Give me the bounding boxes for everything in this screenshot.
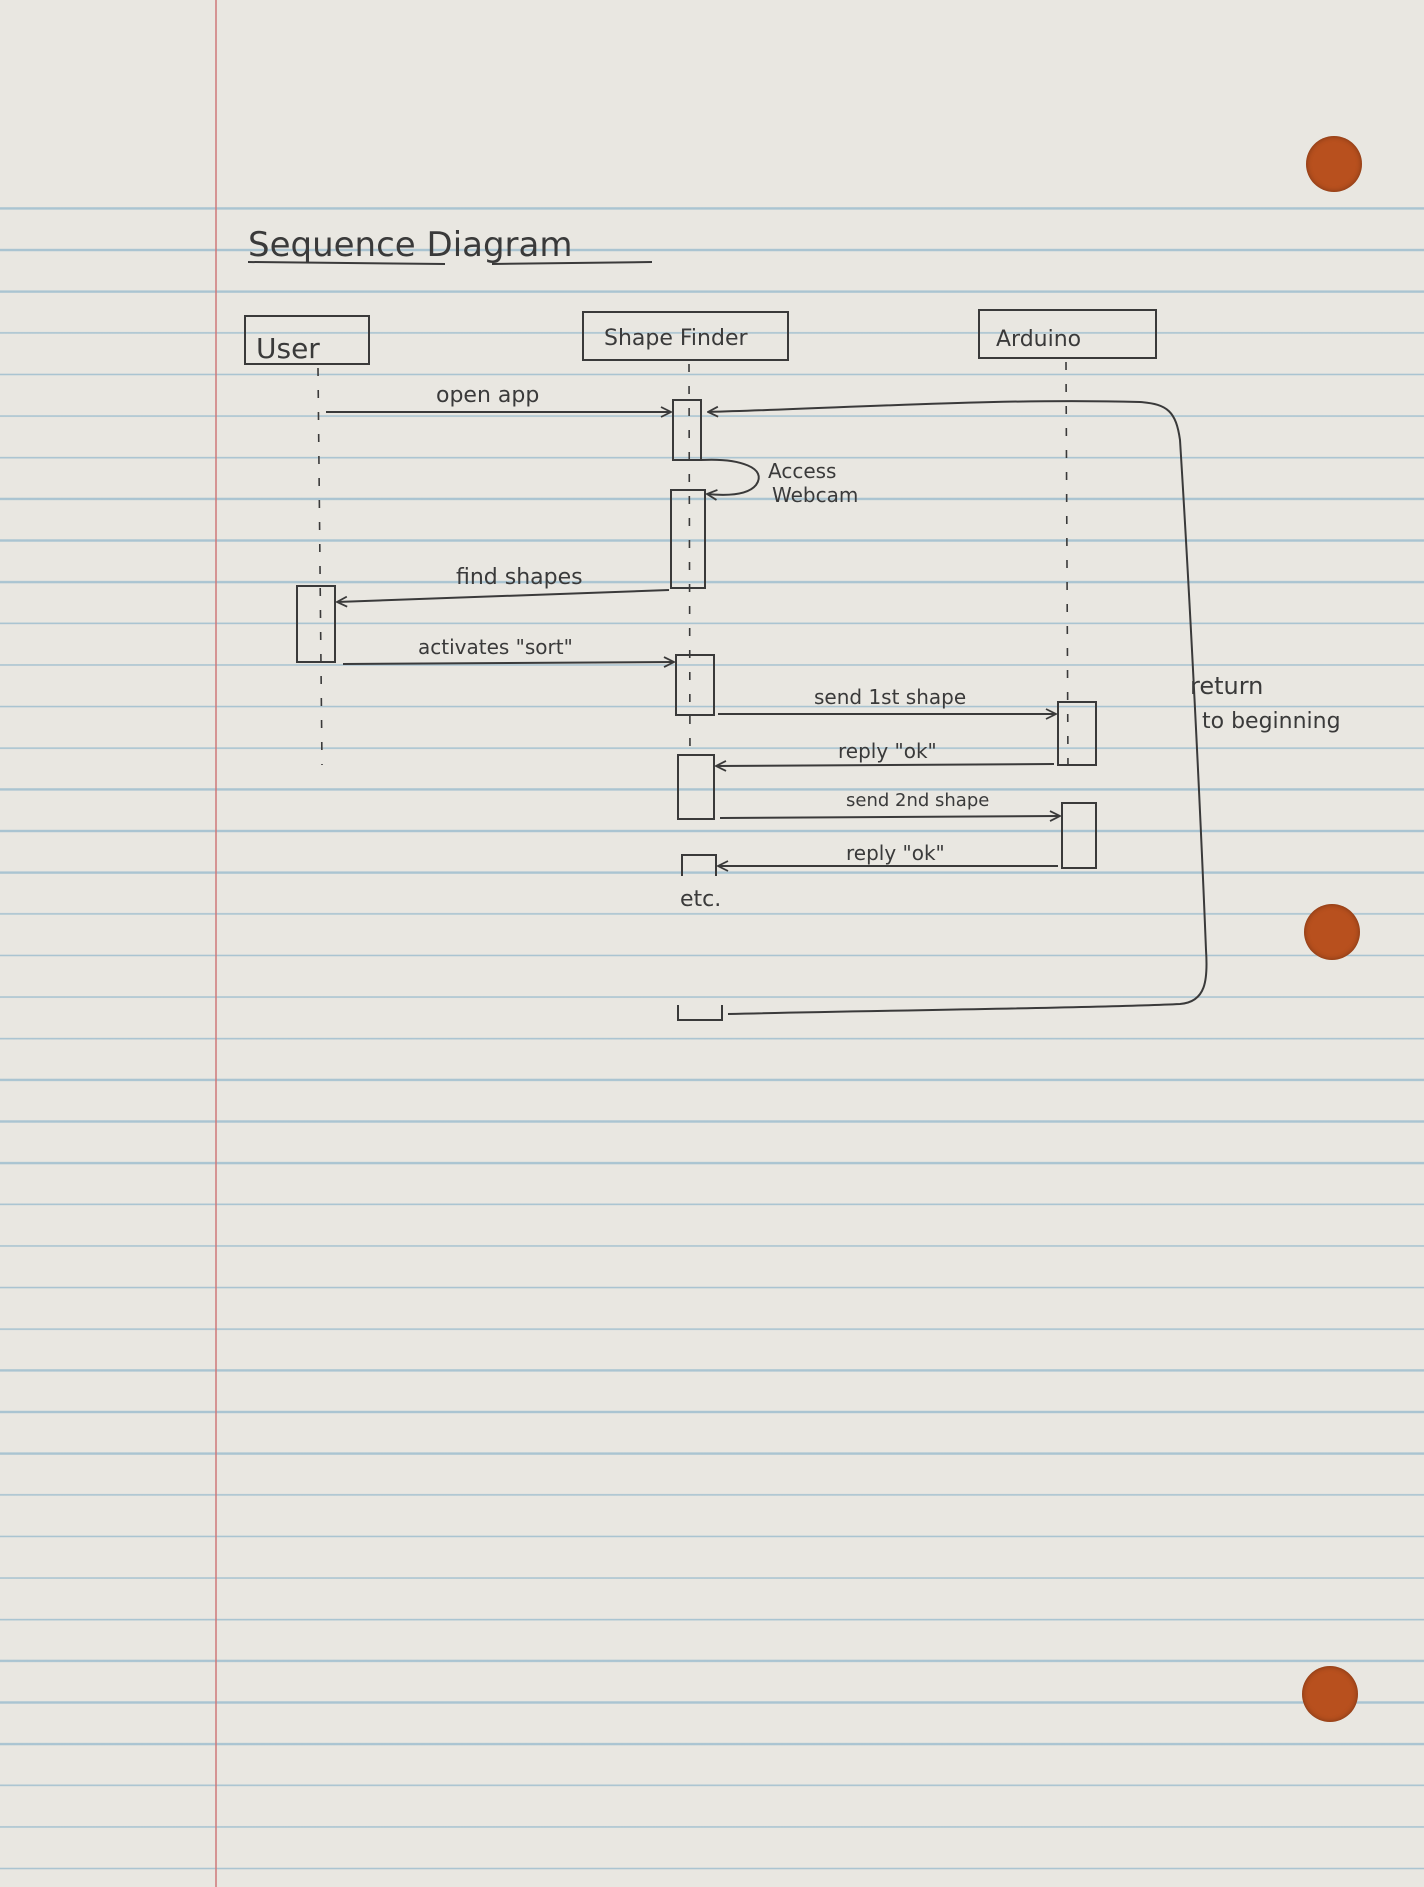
activation-sf-2 [670,489,706,589]
message-find-shapes [337,589,670,602]
self-call-label-line1: Access [768,459,836,483]
lifeline-label-shape-finder: Shape Finder [604,326,748,351]
lifeline-head-shape-finder [582,311,789,361]
message-label-send-2nd-shape: send 2nd shape [846,790,989,811]
loop-return-to-beginning [708,400,1208,1015]
activation-arduino-1 [1057,701,1097,766]
punch-hole-middle [1304,904,1360,960]
continuation-label: etc. [680,887,721,912]
message-reply-ok-1 [716,764,1055,766]
lifeline-user [317,367,323,766]
loop-label-line2: to beginning [1202,709,1341,734]
message-label-activates-sort: activates "sort" [418,635,573,659]
lifeline-shape-finder [688,363,691,761]
lifeline-label-user: User [256,332,320,365]
title-underline-1 [247,261,446,265]
activation-user [296,585,336,663]
activation-sf-3 [675,654,715,716]
activation-arduino-2 [1061,802,1097,869]
message-label-send-1st-shape: send 1st shape [814,685,966,709]
margin-line [215,0,217,1887]
activation-sf-4 [677,754,715,820]
lifeline-head-arduino [978,309,1157,359]
self-call-label-line2: Webcam [772,483,858,507]
lifeline-label-arduino: Arduino [996,327,1081,352]
message-send-2nd-shape [719,816,1060,818]
punch-hole-bottom [1302,1666,1358,1722]
punch-hole-top [1306,136,1362,192]
activation-sf-1 [672,399,702,461]
lifeline-head-user [244,315,370,365]
message-label-open-app: open app [436,383,539,408]
message-label-reply-ok-1: reply "ok" [838,739,937,763]
activation-sf-final [677,1005,723,1021]
message-label-reply-ok-2: reply "ok" [846,841,945,865]
activation-sf-5 [681,854,717,876]
message-activates-sort [342,662,674,664]
self-call-access-webcam [700,458,760,495]
page-header-margin [0,0,1424,160]
title-underline-2 [491,261,653,265]
diagram-title: Sequence Diagram [248,225,573,265]
message-label-find-shapes: find shapes [456,565,583,590]
lifeline-arduino [1065,361,1069,771]
loop-label-line1: return [1190,672,1263,700]
